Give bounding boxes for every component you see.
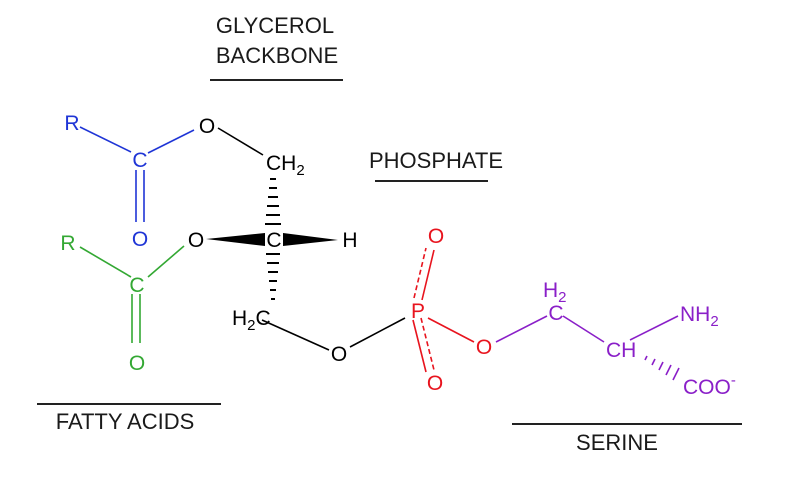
- ester-oxygen-top: O: [199, 115, 215, 138]
- carbonyl-oxygen-top: O: [132, 228, 148, 251]
- phosphorus: P: [411, 300, 425, 323]
- h2c-bottom: H2C: [232, 307, 271, 334]
- chiral-carbon: C: [266, 229, 281, 252]
- serine-label: SERINE: [576, 430, 658, 455]
- serine-beta-carbon: C: [548, 302, 563, 325]
- glycerol-label-line1: GLYCEROL: [216, 13, 334, 38]
- r-group-top: R: [64, 112, 79, 135]
- carbonyl-carbon-top: C: [132, 149, 147, 172]
- phosphoester-oxygen-glycerol: O: [331, 343, 347, 366]
- fatty-acids-label: FATTY ACIDS: [56, 409, 195, 434]
- hashed-bond-upper: [265, 178, 281, 225]
- glycerol-bonds: [217, 127, 330, 351]
- carboxylate-group: COO-: [683, 372, 736, 399]
- phosphate-oxygen-top: O: [428, 225, 444, 248]
- hydrogen-center: H: [342, 229, 357, 252]
- ch2-top: CH2: [266, 152, 305, 179]
- serine-bonds: [495, 315, 679, 343]
- phosphate-label: PHOSPHATE: [369, 148, 503, 173]
- phosphate-oxygen-bottom: O: [427, 372, 443, 395]
- hashed-bond-lower: [266, 253, 280, 300]
- phosphate-bonds: [412, 247, 475, 373]
- hashed-bond-serine: [644, 355, 680, 381]
- serine-alpha-ch: CH: [606, 339, 636, 362]
- fatty-acid-bottom: [79, 245, 185, 343]
- fatty-acid-top: [79, 126, 195, 222]
- ester-oxygen-bottom: O: [188, 229, 204, 252]
- carbonyl-carbon-bottom: C: [129, 274, 144, 297]
- glycerol-label-line2: BACKBONE: [216, 43, 338, 68]
- wedge-bond-to-oxygen: [206, 233, 265, 246]
- wedge-bond-to-hydrogen: [283, 233, 338, 246]
- bond-o-to-p: [349, 317, 406, 348]
- carbonyl-oxygen-bottom: O: [129, 352, 145, 375]
- phosphoester-oxygen-serine: O: [476, 336, 492, 359]
- r-group-bottom: R: [60, 232, 75, 255]
- amino-group: NH2: [680, 303, 719, 330]
- serine-h2: H2: [543, 279, 567, 306]
